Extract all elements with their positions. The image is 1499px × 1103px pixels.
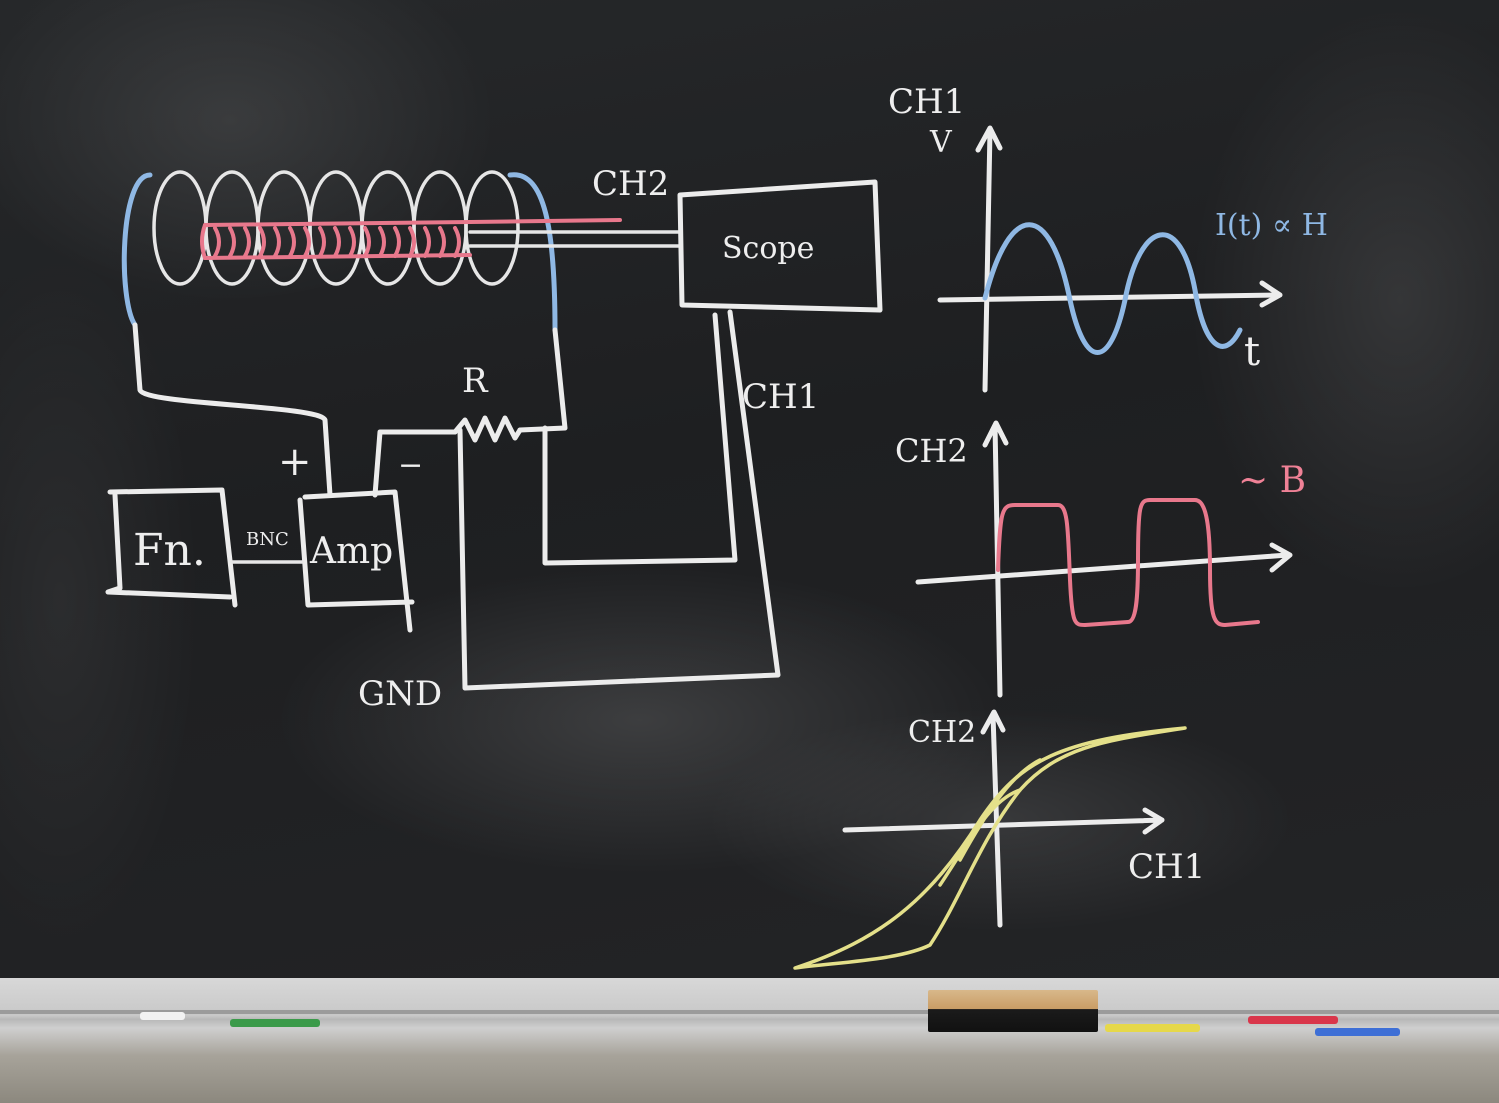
- primary-coil-left-end: [121, 172, 153, 328]
- graph-mid-y-axis: [982, 420, 1009, 698]
- chalk-white-stick[interactable]: [140, 1012, 185, 1020]
- graph-top-curve-label: I(t) ∝ H: [1215, 208, 1328, 243]
- primary-right-wire: [517, 327, 568, 433]
- fn-box: [105, 487, 238, 608]
- graph-top-x-label: t: [1244, 329, 1260, 375]
- minus-label: −: [398, 448, 423, 483]
- graph-top-x-axis: [937, 280, 1283, 308]
- fn-label: Fn.: [133, 525, 206, 576]
- resistor-to-minus-wire: [372, 429, 458, 498]
- scope-label: Scope: [722, 231, 814, 266]
- graph-bottom-x-axis: [842, 807, 1165, 835]
- circuit-diagram: Scope CH2 CH1 R Amp + − Fn. BNC GND CH1 …: [105, 82, 1328, 970]
- ch1-lead-outer: [457, 309, 781, 691]
- scope-box: [677, 179, 883, 313]
- graph-top-y-sub: V: [929, 125, 953, 160]
- graph-mid-curve-label: ~ B: [1238, 460, 1306, 501]
- chalkboard-eraser[interactable]: [928, 990, 1098, 1032]
- ch1-scope-label: CH1: [742, 377, 819, 417]
- graph-top-y-label: CH1: [888, 82, 965, 122]
- graph-mid-x-axis: [915, 542, 1293, 585]
- bnc-label: BNC: [246, 529, 289, 550]
- amp-box: [297, 489, 415, 633]
- graph-top-curve: [982, 222, 1243, 355]
- gnd-label: GND: [358, 674, 442, 714]
- chalk-green[interactable]: [230, 1019, 320, 1027]
- resistor-label: R: [462, 361, 489, 401]
- chalk-red[interactable]: [1248, 1016, 1338, 1024]
- graph-bottom-y-label: CH2: [908, 715, 976, 750]
- amp-label: Amp: [309, 531, 393, 572]
- chalk-yellow[interactable]: [1105, 1024, 1200, 1032]
- ch2-scope-label: CH2: [592, 164, 669, 204]
- graph-bottom-y-axis: [980, 709, 1006, 928]
- resistor-symbol: [452, 415, 523, 443]
- graph-bottom-x-label: CH1: [1128, 847, 1205, 887]
- graph-bottom: CH2 CH1: [793, 709, 1205, 970]
- chalk-tray-lip: [0, 1010, 1499, 1014]
- secondary-coil: [200, 218, 622, 260]
- chalk-tray: [0, 978, 1499, 1103]
- primary-coil-right-end: [507, 172, 558, 333]
- plus-label: +: [278, 439, 312, 485]
- hysteresis-loop: [793, 726, 1187, 970]
- chalk-blue[interactable]: [1315, 1028, 1400, 1036]
- primary-left-wire: [132, 322, 333, 498]
- graph-mid-y-label: CH2: [895, 432, 968, 470]
- chalkboard: [0, 0, 1499, 978]
- graph-mid-curve: [996, 498, 1260, 627]
- ch1-lead-inner: [542, 312, 738, 566]
- graph-top: CH1 V t I(t) ∝ H: [888, 82, 1328, 393]
- graph-top-y-axis: [975, 125, 1003, 393]
- graph-mid: CH2 ~ B: [895, 420, 1306, 698]
